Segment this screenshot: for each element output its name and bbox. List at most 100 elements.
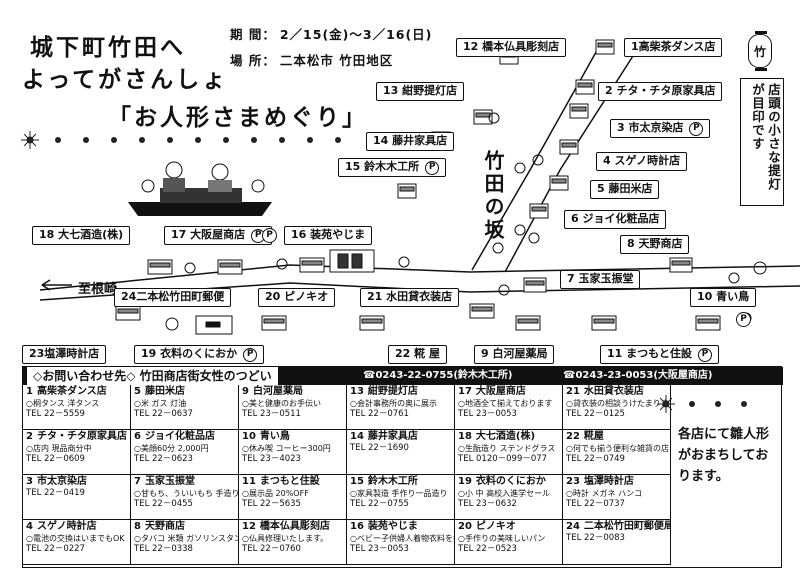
shop-tag-10[interactable]: 10 青い鳥 — [690, 288, 757, 307]
entry-number: 16 — [350, 521, 364, 532]
entry-description: ○展示品 20%OFF — [242, 489, 309, 498]
entry-number: 1 — [26, 386, 33, 397]
shop-tag-14[interactable]: 14 藤井家具店 — [366, 132, 455, 151]
shop-tag-2[interactable]: 2 チタ・チタ原家具店 — [598, 82, 723, 101]
entry-description: ○店内 現品商分中 — [26, 444, 92, 453]
shop-tag-12[interactable]: 12 橋本仏具彫刻店 — [456, 38, 567, 57]
entry-description: ○手作りの美味しいパン — [458, 534, 546, 543]
shop-tag-20[interactable]: 20 ピノキオ — [258, 288, 336, 307]
entry-number: 4 — [26, 521, 33, 532]
shop-tag-4[interactable]: 4 スゲノ時計店 — [596, 152, 688, 171]
entry-shop: 青い鳥 — [259, 431, 290, 442]
entry-shop: まつもと住設 — [259, 476, 320, 487]
entry-phone: TEL 22－1690 — [350, 443, 409, 453]
building-icon — [469, 303, 495, 319]
entry-phone: TEL 23－4023 — [242, 454, 301, 464]
building-icon — [147, 259, 173, 275]
period-line: 期 間：2／15(金)～3／16(日) — [230, 24, 432, 43]
entry-description: ○生酛造り ステンドグラス — [458, 444, 556, 453]
entry-shop: ジョイ化粧品店 — [144, 431, 215, 442]
period-label: 期 間： — [230, 27, 276, 42]
entry-shop: 糀屋 — [583, 431, 604, 442]
entry-shop: 藤井家具店 — [367, 431, 418, 442]
entry-number: 7 — [134, 476, 141, 487]
entry-shop: ピノキオ — [475, 521, 516, 532]
building-icon — [473, 109, 493, 125]
parking-icon: P — [243, 348, 258, 362]
entry-phone: TEL 22－0737 — [566, 499, 625, 509]
shop-tag-5[interactable]: 5 藤田米店 — [590, 180, 660, 199]
contact-phone-2: ☎0243-23-0053(大阪屋商店) — [563, 370, 713, 381]
entry-number: 8 — [134, 521, 141, 532]
entry-description: ○会計事務所の奥に展示 — [350, 399, 437, 408]
building-icon — [569, 103, 589, 119]
entry-shop: 鈴木木工所 — [367, 476, 418, 487]
parking-icon: P — [736, 312, 751, 327]
entry-phone: TEL 23－0053 — [350, 544, 409, 554]
shop-tag-8[interactable]: 8 天野商店 — [620, 235, 690, 254]
contact-phone-1: ☎0243-22-0755(鈴木木工所) — [363, 370, 513, 381]
shop-tag-23[interactable]: 23塩澤時計店 — [22, 345, 107, 364]
shop-tag-1[interactable]: 1高柴茶ダンス店 — [624, 38, 723, 57]
town-map — [39, 39, 800, 335]
lantern-icon: 竹 — [748, 31, 772, 71]
entry-phone: TEL 22－0623 — [134, 454, 193, 464]
building-icon — [575, 79, 595, 95]
entry-description: ○美と健康のお手伝い — [242, 399, 321, 408]
shop-tag-18[interactable]: 18 大七酒造(株) — [32, 226, 131, 245]
shop-tag-13[interactable]: 13 紺野提灯店 — [376, 82, 465, 101]
entry-description: ○美顔60分 2,000円 — [134, 444, 209, 453]
entry-phone: TEL 22－0760 — [242, 544, 301, 554]
entry-shop: 高柴茶ダンス店 — [36, 386, 107, 397]
parking-icon: P — [689, 122, 704, 136]
entry-description: ○仏具修理いたします。 — [242, 534, 329, 543]
entry-phone: TEL 0120－099－077 — [458, 454, 548, 464]
event-name: 「お人形さまめぐり」 — [108, 104, 368, 131]
entry-phone: TEL 22－0637 — [134, 409, 193, 419]
contact-title: ◇お問い合わせ先◇ 竹田商店街女性のつどい — [27, 367, 279, 385]
entry-number: 10 — [242, 431, 256, 442]
shop-tag-9[interactable]: 9 白河屋薬局 — [474, 345, 555, 364]
side-note: 各店にて雛人形がおまちしております。 — [678, 427, 770, 484]
entry-phone: TEL 22－0523 — [458, 544, 517, 554]
shop-tag-7[interactable]: 7 玉家玉振堂 — [560, 270, 641, 289]
shop-tag-22[interactable]: 22 糀 屋 — [388, 345, 447, 364]
entry-shop: チタ・チタ原家具店 — [36, 431, 127, 442]
entry-number: 20 — [458, 521, 472, 532]
building-icon — [261, 315, 287, 331]
entry-shop: 市太京染店 — [36, 476, 87, 487]
entry-phone: TEL 22－0455 — [134, 499, 193, 509]
entry-shop: スゲノ時計店 — [36, 521, 97, 532]
shop-tag-16[interactable]: 16 装苑やじま — [284, 226, 373, 245]
shop-tag-21[interactable]: 21 水田貸衣装店 — [360, 288, 460, 307]
shop-tag-24[interactable]: 24二本松竹田町郵便 — [114, 288, 232, 307]
building-icon — [359, 315, 385, 331]
entry-description: ○休み喫 コーヒー300円 — [242, 444, 331, 453]
contact-panel: ◇お問い合わせ先◇ 竹田商店街女性のつどい ☎0243-22-0755(鈴木木工… — [22, 366, 783, 568]
shop-tag-6[interactable]: 6 ジョイ化粧品店 — [564, 210, 667, 229]
building-icon — [397, 183, 417, 199]
entry-phone: TEL 22－0761 — [350, 409, 409, 419]
